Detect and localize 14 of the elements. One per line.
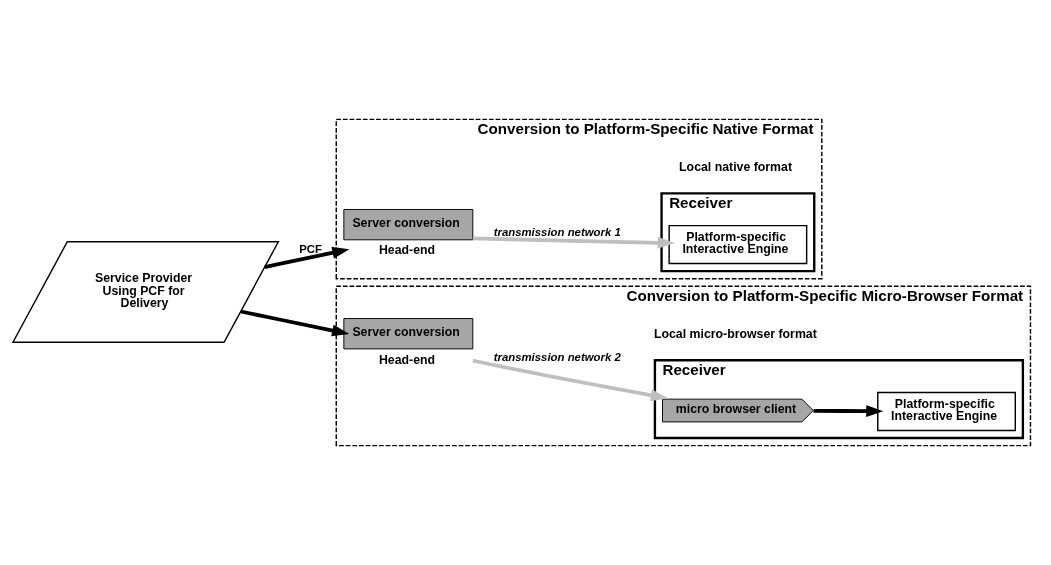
arrow	[813, 405, 884, 418]
arrow	[472, 236, 675, 249]
arrow	[240, 309, 350, 337]
node-label: Head-end	[378, 352, 436, 367]
label: Local native format	[679, 159, 792, 174]
edge-label: transmission network 1	[493, 225, 621, 238]
arrow	[264, 246, 350, 269]
arrow	[472, 358, 668, 402]
edge-label: PCF	[299, 242, 323, 255]
node-box: Platform-specific Interactive Engine	[668, 224, 808, 265]
edge-label: transmission network 2	[493, 350, 621, 363]
label: Local micro-browser format	[653, 326, 817, 341]
node-label: Head-end	[378, 243, 436, 258]
node-box: Platform-specific Interactive Engine	[877, 391, 1016, 432]
